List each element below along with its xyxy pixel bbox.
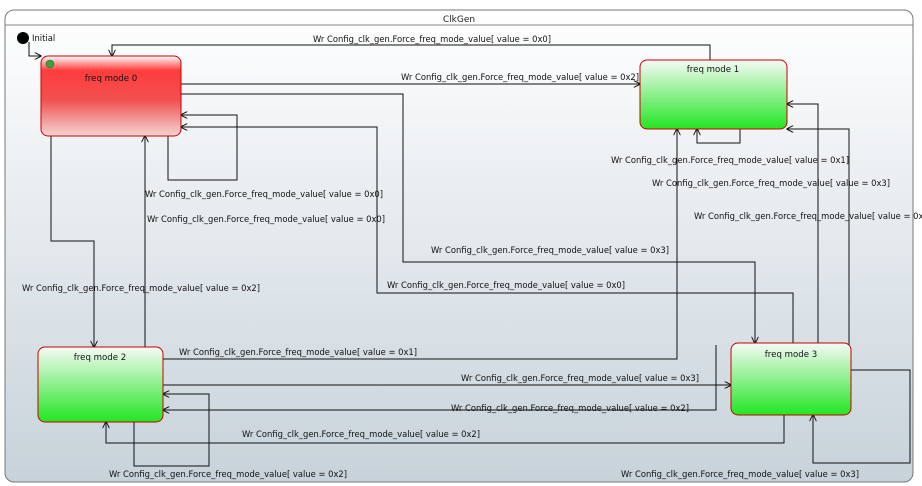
transition-label-t1: Wr Config_clk_gen.Force_freq_mode_value[… [313,34,551,44]
edge-t14[interactable] [106,415,785,444]
state-freq-mode-2[interactable]: freq mode 2 [37,346,164,423]
initial-transition [28,42,41,56]
initial-dot-icon [17,32,29,44]
state-name: freq mode 2 [74,353,126,363]
state-name: freq mode 0 [85,74,137,84]
transition-label-t13: Wr Config_clk_gen.Force_freq_mode_value[… [451,403,689,413]
edge-t3[interactable] [697,129,741,144]
edge-t10[interactable] [50,136,94,347]
state-name: freq mode 3 [765,350,817,360]
transition-label-t15: Wr Config_clk_gen.Force_freq_mode_value[… [109,469,347,479]
edge-t15[interactable] [133,394,210,467]
edge-t13[interactable] [163,345,717,410]
edge-t5[interactable] [787,129,850,346]
edge-t4[interactable] [787,104,819,346]
current-state-marker-icon [45,59,55,69]
edge-t6[interactable] [167,115,238,181]
transition-label-t12: Wr Config_clk_gen.Force_freq_mode_value[… [461,373,699,383]
transition-label-t6: Wr Config_clk_gen.Force_freq_mode_value[… [145,189,383,199]
edge-t11[interactable] [162,129,677,360]
state-freq-mode-3[interactable]: freq mode 3 [730,342,852,416]
transition-label-t8: Wr Config_clk_gen.Force_freq_mode_value[… [431,245,669,255]
transition-label-t14: Wr Config_clk_gen.Force_freq_mode_value[… [242,429,480,439]
transition-label-t2: Wr Config_clk_gen.Force_freq_mode_value[… [401,72,639,82]
transition-label-t3: Wr Config_clk_gen.Force_freq_mode_value[… [611,155,849,165]
initial-pseudostate[interactable]: Initial [17,32,55,56]
frame-title: ClkGen [443,15,475,25]
transition-label-t16: Wr Config_clk_gen.Force_freq_mode_value[… [621,469,859,479]
state-freq-mode-0[interactable]: freq mode 0 [40,55,182,137]
transition-label-t7: Wr Config_clk_gen.Force_freq_mode_value[… [147,214,385,224]
transition-labels: Wr Config_clk_gen.Force_freq_mode_value[… [22,34,922,479]
transitions [50,44,911,467]
transition-label-t11: Wr Config_clk_gen.Force_freq_mode_value[… [179,347,417,357]
edge-t16[interactable] [813,369,911,464]
edge-t8[interactable] [181,93,755,343]
transition-label-t4: Wr Config_clk_gen.Force_freq_mode_value[… [652,178,890,188]
transition-label-t10: Wr Config_clk_gen.Force_freq_mode_value[… [22,283,260,293]
initial-label: Initial [32,33,55,43]
transition-label-t5: Wr Config_clk_gen.Force_freq_mode_value[… [694,211,922,221]
transition-label-t9: Wr Config_clk_gen.Force_freq_mode_value[… [387,280,625,290]
state-name: freq mode 1 [687,65,739,75]
edge-t1[interactable] [112,44,711,60]
edge-t9[interactable] [181,127,794,343]
state-freq-mode-1[interactable]: freq mode 1 [639,59,788,130]
